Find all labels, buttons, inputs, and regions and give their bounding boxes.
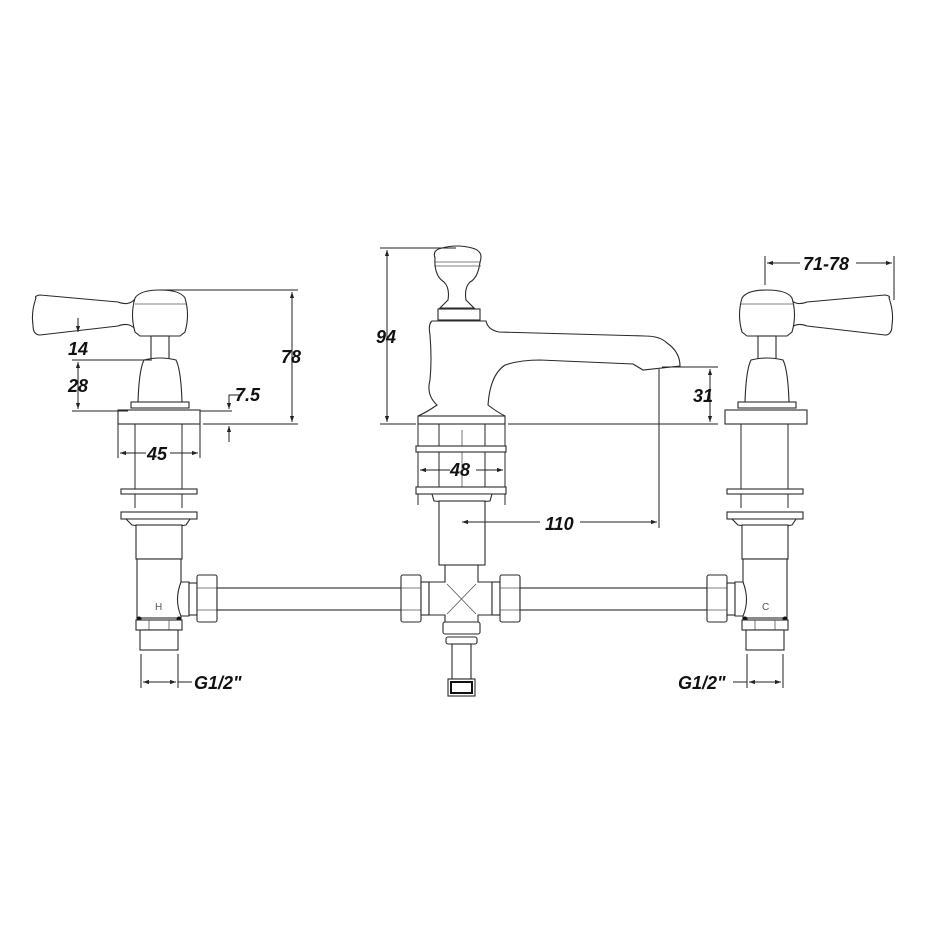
dim-spout-height: 94	[376, 327, 396, 347]
left-connector-nut	[135, 619, 183, 631]
right-pipe	[519, 587, 708, 611]
dim-lever-length: 71-78	[803, 254, 849, 274]
dim-flange-thickness: 7.5	[235, 385, 261, 405]
dimension-labels: 14 28 7.5 78 45 94 31 48 110 71-78 G1/2"…	[67, 254, 849, 693]
right-cold-valve: C	[724, 289, 894, 651]
spout-knob	[433, 245, 482, 309]
left-valve-head	[131, 289, 189, 337]
pipework	[188, 564, 736, 697]
dim-valve-height: 78	[281, 347, 301, 367]
spout-base	[417, 415, 506, 425]
left-pipe-nut	[196, 574, 218, 623]
dim-right-thread: G1/2"	[678, 673, 726, 693]
dim-left-thread: G1/2"	[194, 673, 242, 693]
right-lever-handle	[790, 294, 894, 336]
cold-marker: C	[762, 602, 769, 613]
right-valve-body	[744, 357, 790, 403]
left-lever-handle	[31, 294, 135, 336]
right-pipe-nut	[706, 574, 728, 623]
right-flange	[724, 409, 808, 425]
spout-assembly	[415, 245, 681, 566]
t-piece	[428, 564, 493, 623]
dim-valve-shank-width: 45	[146, 444, 168, 464]
spout-washer	[415, 445, 507, 453]
t-outlet-fitting	[447, 678, 476, 697]
dim-spout-outlet-height: 31	[693, 386, 713, 406]
right-washer	[726, 488, 804, 495]
dim-lever-gap: 14	[68, 339, 88, 359]
right-spindle	[757, 335, 777, 361]
left-washer	[120, 488, 198, 495]
left-spindle	[150, 335, 170, 361]
dim-valve-body-height: 28	[67, 376, 88, 396]
right-threaded-inlet	[745, 629, 785, 651]
right-connector-nut	[741, 619, 789, 631]
left-threaded-inlet	[139, 629, 179, 651]
dim-spout-reach: 110	[545, 514, 574, 534]
right-valve-head	[738, 289, 796, 337]
hot-marker: H	[155, 602, 162, 613]
spout-body	[417, 320, 681, 417]
dimension-lines	[72, 247, 895, 688]
left-flange	[117, 409, 201, 425]
dim-spout-shank-width: 48	[449, 460, 470, 480]
left-hot-valve: H	[31, 289, 201, 651]
left-pipe	[216, 587, 403, 611]
left-valve-body	[137, 357, 183, 403]
